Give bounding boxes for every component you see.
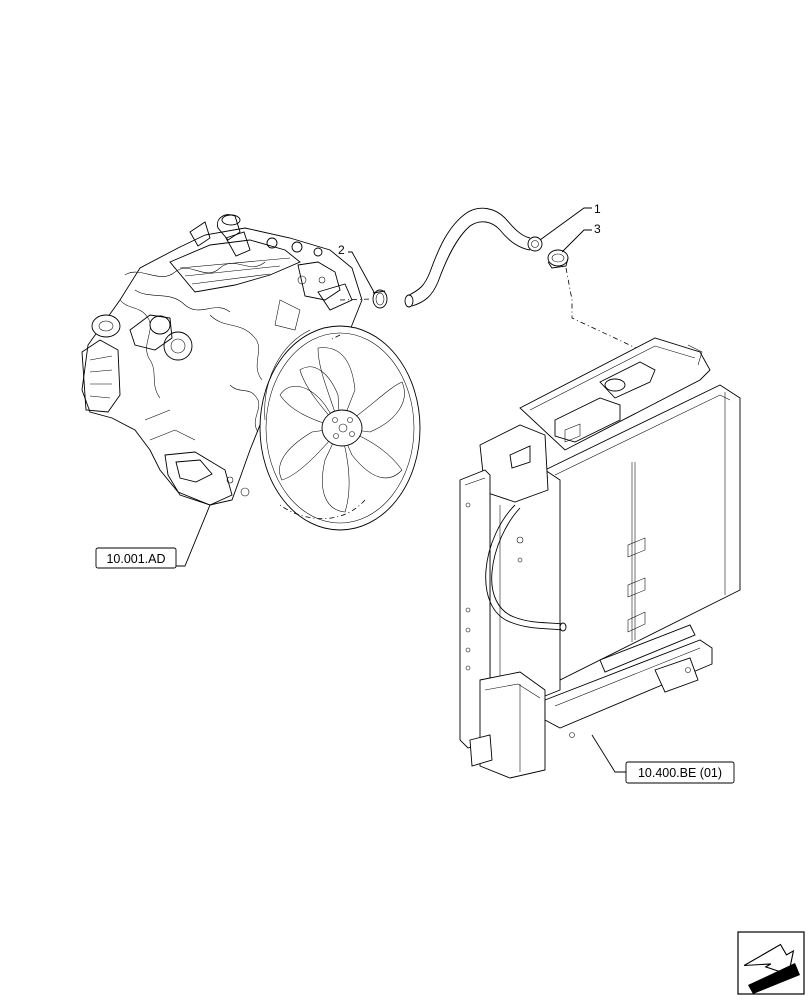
ref-radiator-label: 10.400.BE (01) (638, 766, 722, 780)
hose-clamp-engine[interactable] (372, 289, 388, 309)
reference-box-radiator[interactable]: 10.400.BE (01) (625, 761, 735, 784)
leader-line-ref-engine (176, 504, 211, 567)
leader-line-2 (348, 251, 376, 295)
assembly-line-radiator-clamp (565, 267, 637, 349)
radiator-assembly[interactable] (459, 337, 741, 779)
leader-line-3 (561, 229, 592, 253)
callout-2[interactable]: 2 (338, 243, 345, 257)
callout-3[interactable]: 3 (594, 222, 601, 236)
leader-line-ref-radiator (591, 734, 626, 773)
next-page-arrow-icon[interactable] (737, 931, 805, 995)
ref-engine-label: 10.001.AD (106, 552, 165, 566)
leader-line-1 (539, 207, 592, 241)
callout-1[interactable]: 1 (594, 202, 601, 216)
engine-assembly[interactable] (81, 214, 421, 531)
hose-clamp-radiator[interactable] (547, 249, 569, 269)
reference-box-engine[interactable]: 10.001.AD (95, 547, 177, 569)
assembly-line-engine-clamp (339, 298, 373, 301)
coolant-hose[interactable] (404, 207, 543, 308)
